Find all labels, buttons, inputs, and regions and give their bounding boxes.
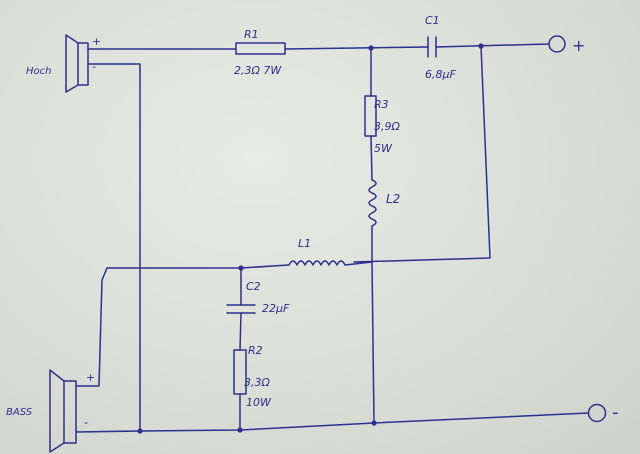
l2-name: L2 — [386, 192, 400, 206]
r2-name: R2 — [248, 344, 263, 357]
r3-value: 3,9Ω — [374, 120, 400, 133]
wire-c1-output — [435, 43, 550, 48]
c1-capacitor — [427, 36, 437, 58]
wire-bass-plus — [75, 267, 108, 387]
r1-value: 2,3Ω 7W — [234, 64, 282, 77]
c2-capacitor — [226, 304, 256, 314]
l1-inductor — [288, 260, 373, 266]
wire-c1-feedback — [353, 45, 491, 263]
wire-c2-r2 — [239, 312, 242, 351]
bass-minus-sign: - — [84, 416, 88, 429]
r1-name: R1 — [244, 28, 259, 41]
r2-value: 3,3Ω — [244, 376, 270, 389]
l2-inductor — [368, 179, 377, 227]
wire-tweeter-minus — [87, 63, 141, 432]
r2-power: 10W — [246, 396, 272, 409]
junction-node — [371, 420, 377, 426]
c1-name: C1 — [425, 14, 440, 27]
wire-bass-l1 — [106, 264, 290, 269]
junction-node — [137, 428, 143, 434]
terminal-minus-sign: - — [612, 402, 619, 423]
output-plus-terminal — [548, 35, 566, 53]
tweeter-plus-sign: + — [92, 35, 101, 48]
ground-bus — [75, 412, 589, 433]
tweeter-minus-sign: - — [92, 60, 96, 73]
output-minus-terminal — [587, 403, 607, 423]
c2-value: 22µF — [262, 302, 290, 315]
r3-power: 5W — [374, 142, 393, 155]
bass-plus-sign: + — [86, 371, 95, 384]
l1-name: L1 — [298, 237, 311, 250]
junction-node — [237, 427, 243, 433]
wire-r3-l2 — [370, 135, 373, 181]
bass-label: BASS — [6, 407, 33, 418]
wire-r1-c1 — [284, 46, 429, 50]
wire-l2-ground — [371, 225, 375, 424]
r3-name: R3 — [374, 98, 389, 111]
tweeter-speaker — [65, 34, 89, 93]
bass-speaker — [49, 369, 77, 453]
tweeter-label: Hoch — [26, 66, 51, 77]
c2-name: C2 — [246, 280, 261, 293]
r1-resistor — [235, 42, 286, 55]
c1-value: 6,8µF — [425, 68, 456, 81]
terminal-plus-sign: + — [572, 36, 585, 55]
